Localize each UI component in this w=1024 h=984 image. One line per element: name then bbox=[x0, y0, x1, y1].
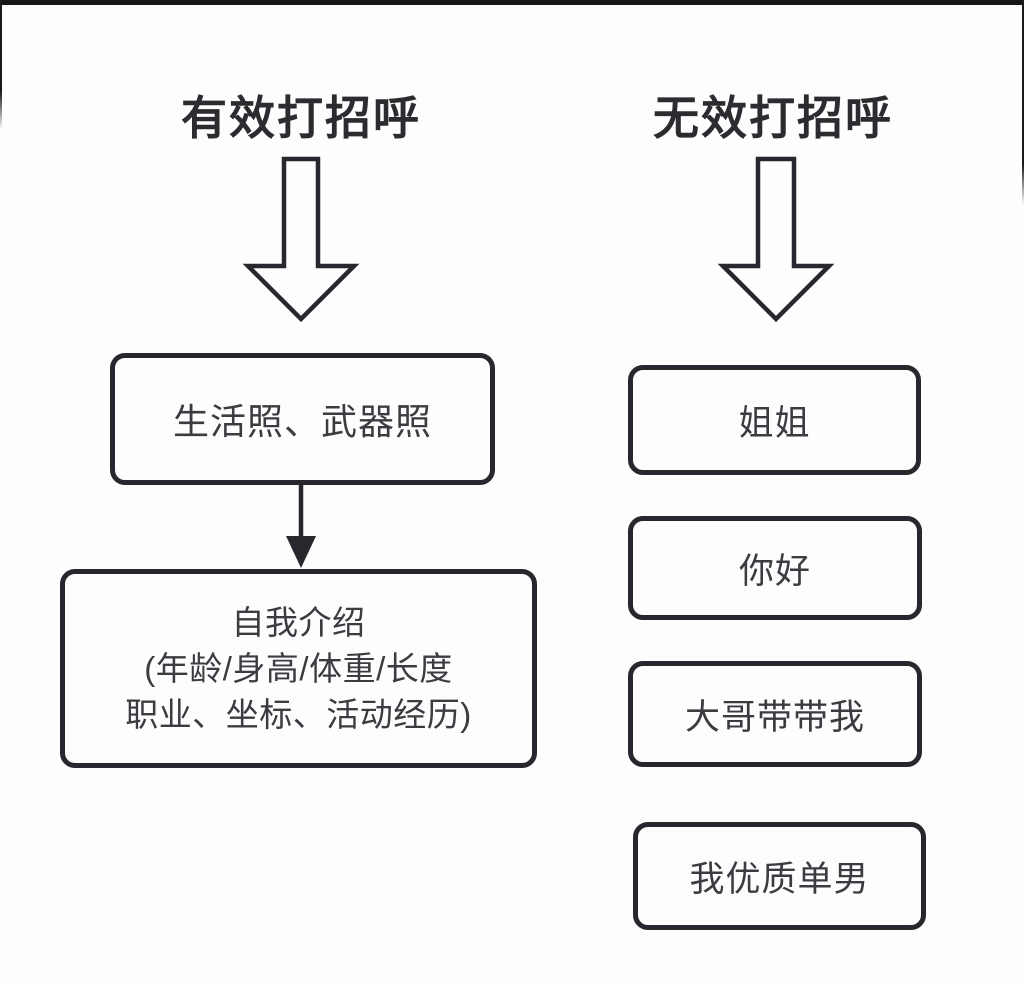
right-box-4-label: 我优质单男 bbox=[689, 859, 870, 899]
photo-right-edge bbox=[1022, 0, 1024, 205]
down-arrow-solid-icon bbox=[286, 484, 316, 568]
right-box-1: 姐姐 bbox=[628, 365, 921, 475]
down-arrow-outline-icon bbox=[242, 156, 360, 323]
self-intro-line-1: 自我介绍 bbox=[231, 603, 366, 641]
photo-top-edge bbox=[0, 0, 1024, 5]
right-box-2-label: 你好 bbox=[738, 551, 811, 591]
left-box-self-intro: 自我介绍 (年龄/身高/体重/长度 职业、坐标、活动经历) bbox=[60, 569, 537, 768]
photo-left-edge bbox=[0, 0, 2, 130]
self-intro-line-3: 职业、坐标、活动经历) bbox=[125, 695, 472, 733]
self-intro-line-2: (年龄/身高/体重/长度 bbox=[144, 649, 453, 687]
down-arrow-outline-icon bbox=[717, 156, 835, 323]
right-box-2: 你好 bbox=[628, 516, 922, 620]
left-box-photos-label: 生活照、武器照 bbox=[172, 401, 432, 442]
right-box-3: 大哥带带我 bbox=[628, 661, 922, 767]
right-column-title: 无效打招呼 bbox=[653, 92, 893, 144]
left-box-photos: 生活照、武器照 bbox=[110, 353, 495, 485]
right-box-4: 我优质单男 bbox=[633, 822, 926, 930]
right-box-1-label: 姐姐 bbox=[738, 403, 811, 443]
right-box-3-label: 大哥带带我 bbox=[684, 697, 865, 737]
left-column-title: 有效打招呼 bbox=[181, 92, 421, 144]
